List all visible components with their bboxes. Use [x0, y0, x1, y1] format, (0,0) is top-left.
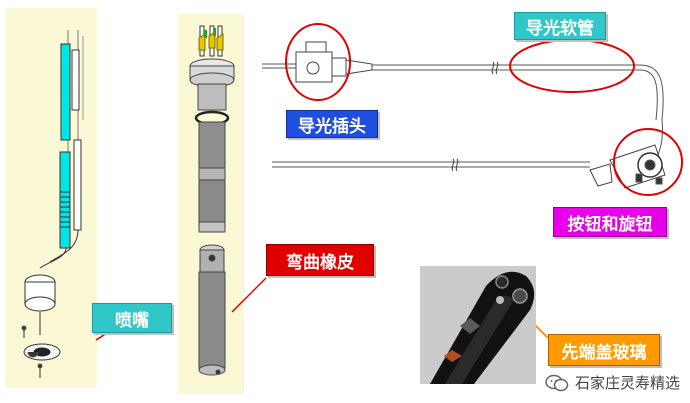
- bending-rubber-label: 弯曲橡皮: [266, 244, 374, 276]
- wechat-icon: [545, 374, 569, 392]
- light-guide-cable: [262, 41, 666, 189]
- tip-photo: [420, 266, 536, 384]
- nozzle-panel: [5, 8, 97, 388]
- nozzle-assembly: [21, 30, 84, 378]
- watermark: 石家庄灵寿精选: [545, 372, 680, 393]
- light-guide-tube-label: 导光软管: [514, 12, 606, 40]
- bending-rubber-leader: [231, 277, 267, 313]
- watermark-text: 石家庄灵寿精选: [574, 374, 680, 392]
- tube-highlight-ring: [509, 39, 635, 93]
- bending-section: [189, 25, 235, 376]
- tip-cover-glass-label: 先端盖玻璃: [548, 334, 660, 366]
- nozzle-label: 喷嘴: [92, 303, 172, 333]
- plug-highlight-ring: [285, 23, 351, 101]
- knob-highlight-ring: [613, 128, 683, 196]
- light-guide-plug-label: 导光插头: [286, 110, 378, 138]
- buttons-knobs-label: 按钮和旋钮: [553, 207, 667, 237]
